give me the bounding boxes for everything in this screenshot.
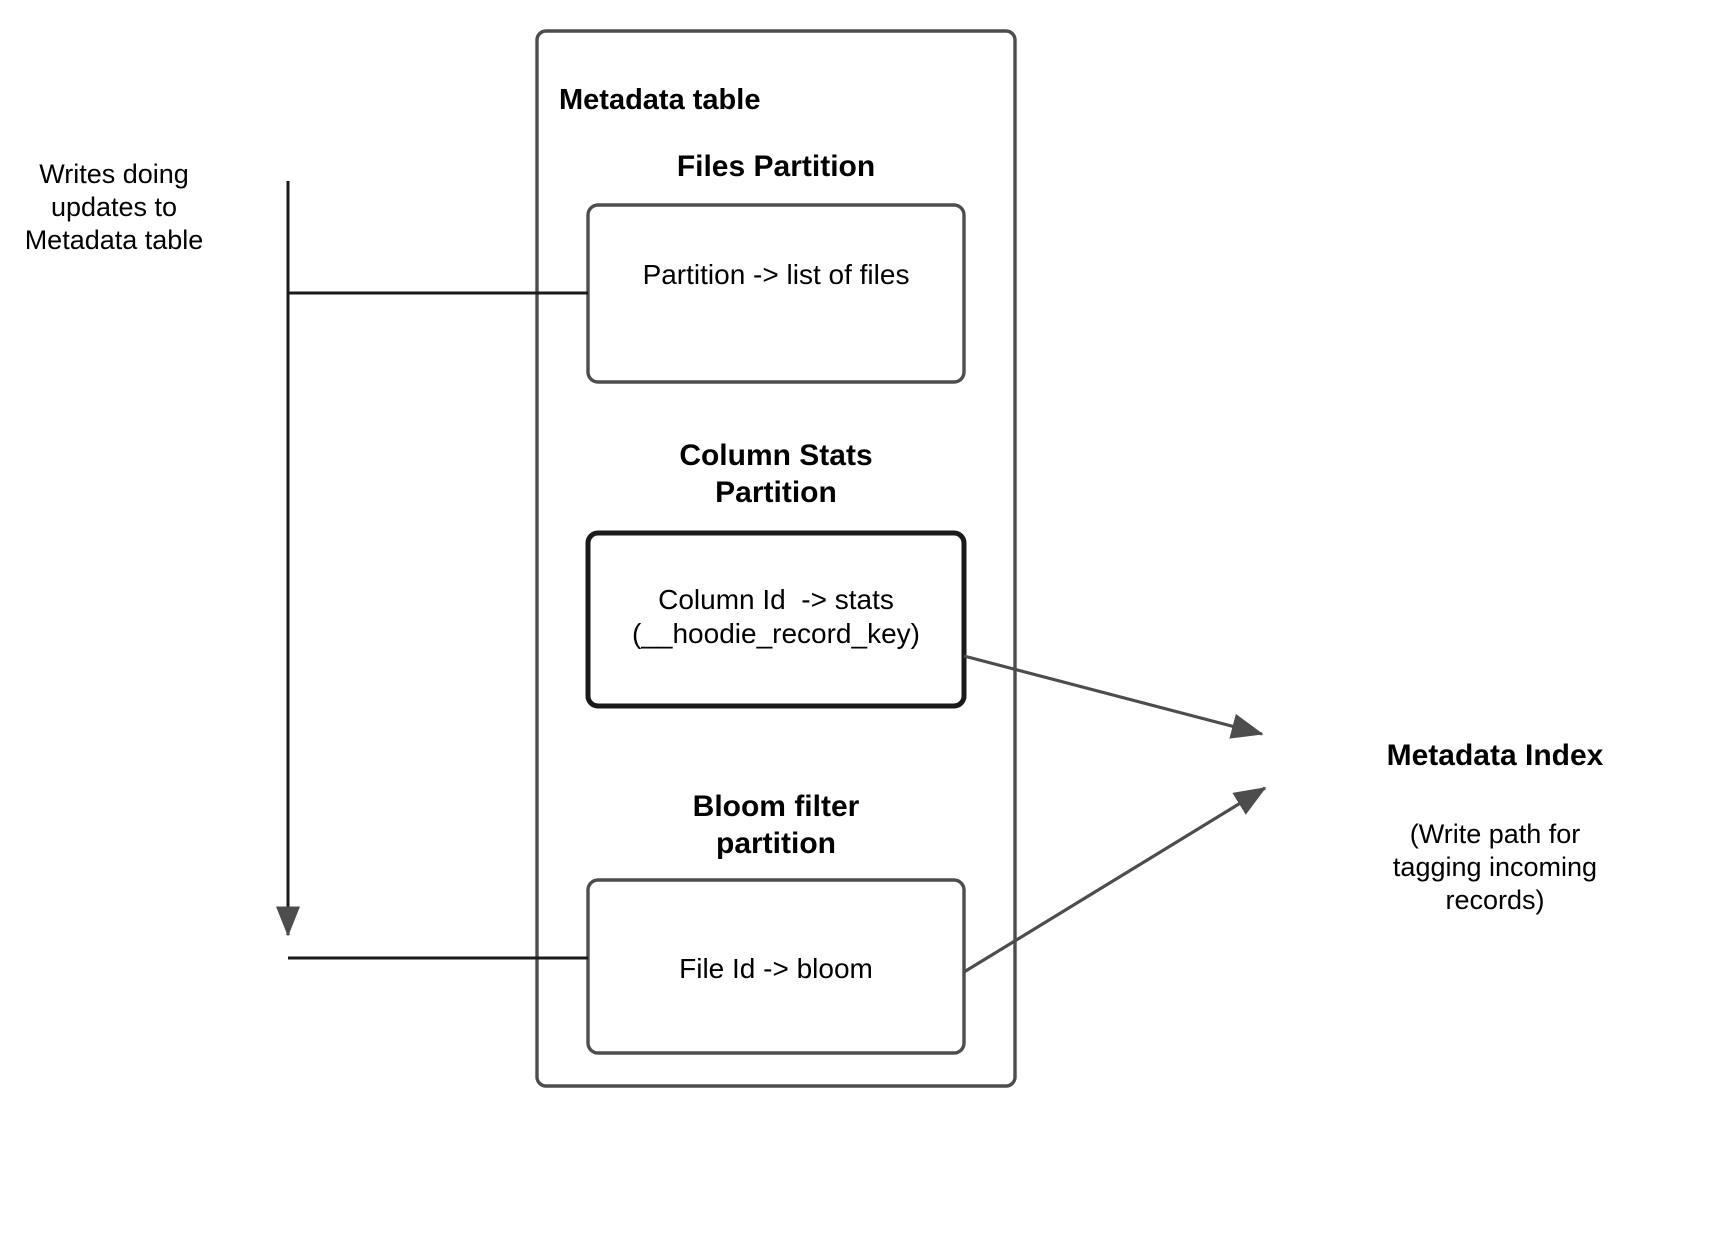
writes-note-label: Writes doing updates to Metadata table xyxy=(24,159,204,255)
metadata-table-title: Metadata table xyxy=(559,84,761,116)
bloom-filter-to-index-arrow xyxy=(963,786,1267,974)
column-stats-to-index-arrow xyxy=(963,654,1264,739)
files-partition-box xyxy=(586,203,966,384)
column-stats-partition-heading: Column Stats Partition xyxy=(679,439,873,509)
files-partition-heading: Files Partition xyxy=(676,150,876,183)
column-stats-partition-box-text: Column Id -> stats (__hoodie_record_key) xyxy=(632,584,920,650)
bloom-filter-partition-box-text: File Id -> bloom xyxy=(679,953,873,984)
metadata-index-title: Metadata Index xyxy=(1386,739,1604,772)
files-partition-box-text: Partition -> list of files xyxy=(642,259,910,290)
metadata-index-note: (Write path for tagging incoming records… xyxy=(1392,819,1598,915)
metadata-table-container xyxy=(535,29,1017,1088)
bloom-filter-partition-heading: Bloom filter partition xyxy=(692,790,860,860)
